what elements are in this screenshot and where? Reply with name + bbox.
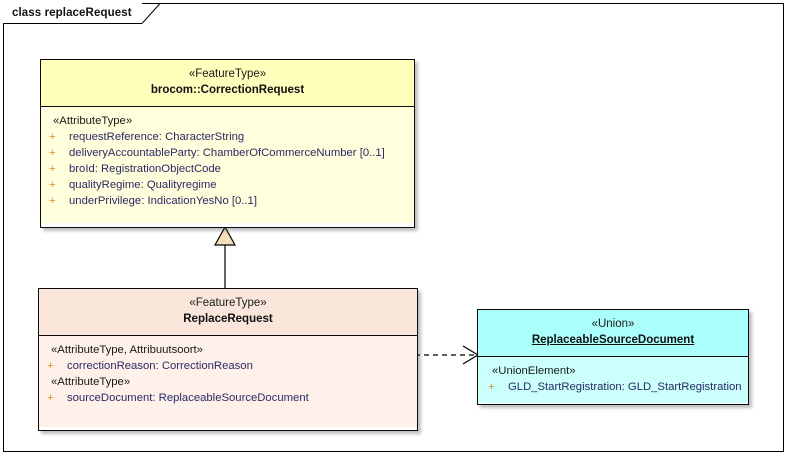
attribute-group-stereotype: «UnionElement» [492, 365, 576, 377]
class-box-replaceable-source-document[interactable]: «Union» ReplaceableSourceDocument «Union… [477, 309, 749, 405]
diagram-frame [3, 3, 784, 452]
attribute-visibility: + [49, 195, 56, 207]
diagram-title-tab: class replaceRequest [3, 3, 160, 24]
diagram-title-tab-slant [141, 3, 161, 24]
class-stereotype: «FeatureType» [188, 68, 267, 80]
attribute-label: GLD_StartRegistration: GLD_StartRegistra… [508, 381, 742, 393]
diagram-title-label: class replaceRequest [12, 7, 132, 19]
attribute-visibility: + [49, 163, 56, 175]
generalization-connector [200, 225, 260, 292]
class-header-replaceable-source-document: «Union» ReplaceableSourceDocument [478, 310, 748, 357]
class-body-correction-request: «AttributeType» + requestReference: Char… [41, 107, 414, 223]
attribute-row[interactable]: + broId: RegistrationObjectCode [41, 161, 414, 177]
attribute-group-stereotype: «AttributeType, Attribuutsoort» [51, 344, 203, 356]
attribute-row[interactable]: + requestReference: CharacterString [41, 129, 414, 145]
class-body-replaceable-source-document: «UnionElement» + GLD_StartRegistration: … [478, 357, 748, 403]
attribute-row[interactable]: + GLD_StartRegistration: GLD_StartRegist… [478, 379, 748, 395]
attribute-visibility: + [49, 147, 56, 159]
class-name: ReplaceableSourceDocument [531, 334, 695, 346]
diagram-title-tab-body: class replaceRequest [3, 3, 142, 24]
attribute-row[interactable]: + correctionReason: CorrectionReason [39, 358, 417, 374]
attribute-visibility: + [488, 381, 495, 393]
class-name: ReplaceRequest [183, 313, 273, 325]
attribute-row[interactable]: + underPrivilege: IndicationYesNo [0..1] [41, 193, 414, 209]
attribute-group-stereotype: «AttributeType» [53, 115, 133, 127]
attribute-visibility: + [49, 131, 56, 143]
class-stereotype: «FeatureType» [189, 297, 267, 309]
attribute-label: sourceDocument: ReplaceableSourceDocumen… [67, 392, 309, 404]
attribute-label: qualityRegime: Qualityregime [69, 179, 217, 191]
attribute-label: requestReference: CharacterString [69, 131, 245, 143]
attribute-row[interactable]: + sourceDocument: ReplaceableSourceDocum… [39, 390, 417, 406]
attribute-group-stereotype: «AttributeType» [51, 376, 131, 388]
attribute-label: correctionReason: CorrectionReason [67, 360, 253, 372]
attribute-label: broId: RegistrationObjectCode [69, 163, 221, 175]
attribute-visibility: + [47, 392, 54, 404]
class-body-replace-request: «AttributeType, Attribuutsoort» + correc… [39, 336, 417, 427]
attribute-visibility: + [47, 360, 54, 372]
attribute-row[interactable]: + deliveryAccountableParty: ChamberOfCom… [41, 145, 414, 161]
class-box-replace-request[interactable]: «FeatureType» ReplaceRequest «AttributeT… [38, 288, 418, 431]
class-name: brocom::CorrectionRequest [150, 84, 305, 96]
class-header-correction-request: «FeatureType» brocom::CorrectionRequest [41, 60, 414, 107]
class-box-correction-request[interactable]: «FeatureType» brocom::CorrectionRequest … [40, 59, 415, 228]
dependency-connector [415, 340, 485, 370]
class-stereotype: «Union» [591, 318, 635, 330]
attribute-label: underPrivilege: IndicationYesNo [0..1] [69, 195, 257, 207]
attribute-visibility: + [49, 179, 56, 191]
attribute-label: deliveryAccountableParty: ChamberOfComme… [69, 147, 385, 159]
class-header-replace-request: «FeatureType» ReplaceRequest [39, 289, 417, 336]
attribute-row[interactable]: + qualityRegime: Qualityregime [41, 177, 414, 193]
